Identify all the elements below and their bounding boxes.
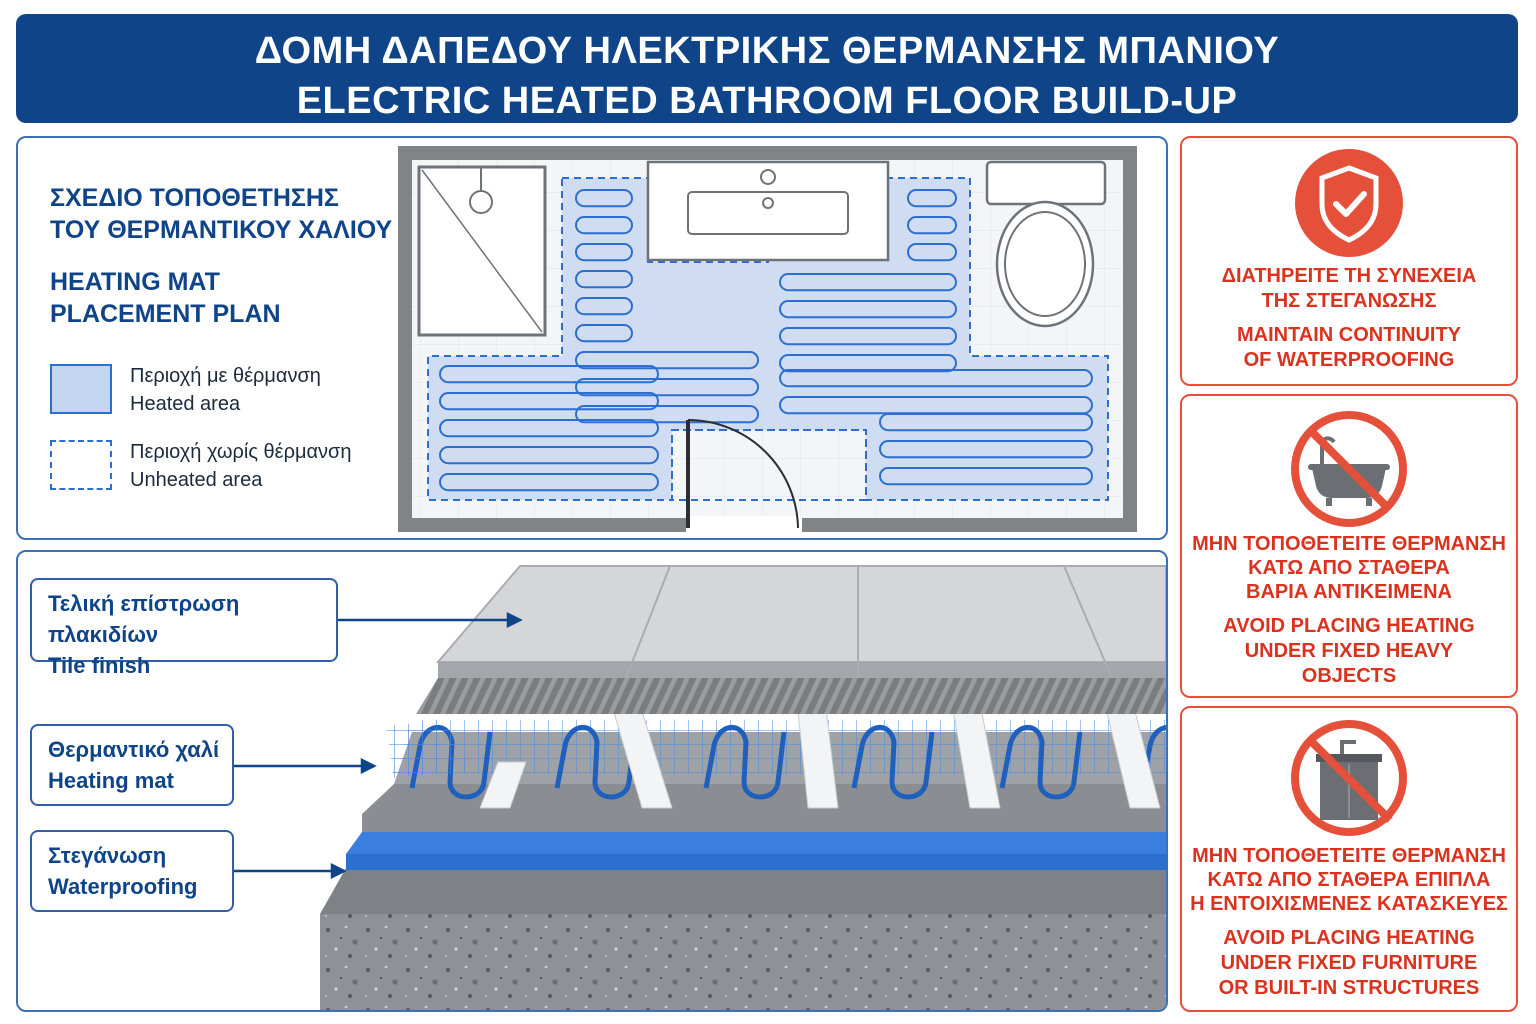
- cable-loop: [575, 297, 633, 316]
- cable-loop: [879, 440, 1093, 459]
- cable-loop: [779, 354, 957, 373]
- cable-loop: [575, 270, 633, 289]
- plan-title-greek-1: ΣΧΕΔΙΟ ΤΟΠΟΘΕΤΗΣΗΣ: [50, 184, 339, 212]
- legend-heated-swatch: [50, 364, 112, 414]
- warning-card-fixed-furniture: ΜΗΝ ΤΟΠΟΘΕΤΕΙΤΕ ΘΕΡΜΑΝΣΗ ΚΑΤΩ ΑΠΟ ΣΤΑΘΕΡ…: [1180, 706, 1518, 1012]
- floor-build-up-section: [232, 565, 1166, 1010]
- wp-label-english: Waterproofing: [48, 874, 198, 899]
- mat-label-english: Heating mat: [48, 768, 174, 793]
- warning-2-english-line-1: AVOID PLACING HEATING: [1223, 615, 1475, 637]
- section-cable-loop: [554, 724, 638, 800]
- bathroom-floor-plan: [398, 146, 1137, 534]
- wp-label-greek: Στεγάνωση: [48, 843, 167, 868]
- callout-waterproofing: Στεγάνωση Waterproofing: [30, 830, 234, 912]
- warning-card-waterproofing: ΔΙΑΤΗΡΕΙΤΕ ΤΗ ΣΥΝΕΧΕΙΑ ΤΗΣ ΣΤΕΓΑΝΩΣΗΣ MA…: [1180, 136, 1518, 386]
- toilet: [985, 160, 1107, 328]
- warning-1-greek-line-2: ΤΗΣ ΣΤΕΓΑΝΩΣΗΣ: [1261, 290, 1437, 312]
- legend-unheated-greek: Περιοχή χωρίς θέρμανση: [130, 441, 352, 463]
- warning-3-english-line-3: OR BUILT-IN STRUCTURES: [1218, 977, 1480, 999]
- header-banner: ΔΟΜΗ ΔΑΠΕΔΟΥ ΗΛΕΚΤΡΙΚΗΣ ΘΕΡΜΑΝΣΗΣ ΜΠΑΝΙΟ…: [16, 14, 1518, 123]
- cable-loop: [779, 273, 957, 292]
- warning-2-english-line-2: UNDER FIXED HEAVY: [1244, 640, 1454, 662]
- tile-label-greek: Τελική επίστρωση πλακιδίων: [48, 591, 240, 647]
- warning-3-english-line-1: AVOID PLACING HEATING: [1223, 927, 1475, 949]
- cable-loop: [439, 419, 659, 438]
- warning-1-english-line-2: OF WATERPROOFING: [1243, 349, 1455, 371]
- build-up-section-panel: Τελική επίστρωση πλακιδίων Tile finish Θ…: [16, 550, 1168, 1012]
- title-greek: ΔΟΜΗ ΔΑΠΕΔΟΥ ΗΛΕΚΤΡΙΚΗΣ ΘΕΡΜΑΝΣΗΣ ΜΠΑΝΙΟ…: [254, 30, 1280, 72]
- cable-loop: [575, 324, 633, 343]
- warning-2-english-line-3: OBJECTS: [1301, 665, 1397, 687]
- section-cable-loop: [999, 724, 1083, 800]
- cable-loop: [439, 392, 659, 411]
- warning-2-greek-line-3: ΒΑΡΙΑ ΑΝΤΙΚΕΙΜΕΝΑ: [1246, 581, 1452, 603]
- legend-unheated-swatch: [50, 440, 112, 490]
- door: [686, 419, 799, 529]
- cable-loop: [879, 413, 1093, 432]
- cable-loop: [575, 351, 759, 370]
- legend-heated-english: Heated area: [130, 393, 241, 415]
- warning-3-greek-line-2: ΚΑΤΩ ΑΠΟ ΣΤΑΘΕΡΑ ΕΠΙΠΛΑ: [1207, 869, 1491, 891]
- warning-2-greek-line-2: ΚΑΤΩ ΑΠΟ ΣΤΑΘΕΡΑ: [1248, 557, 1450, 579]
- warning-1-english-line-1: MAINTAIN CONTINUITY: [1236, 324, 1462, 346]
- warning-1-greek-line-1: ΔΙΑΤΗΡΕΙΤΕ ΤΗ ΣΥΝΕΧΕΙΑ: [1221, 265, 1477, 287]
- tile-label-english: Tile finish: [48, 653, 151, 678]
- shower-tray: [417, 165, 547, 337]
- cable-loop: [439, 365, 659, 384]
- plan-title-english-1: HEATING MAT: [50, 268, 220, 296]
- cable-loop: [907, 189, 957, 208]
- legend-heated-greek: Περιοχή με θέρμανση: [130, 365, 321, 387]
- vanity-sink: [646, 160, 890, 262]
- callout-heating-mat: Θερμαντικό χαλί Heating mat: [30, 724, 234, 806]
- warning-3-english-line-2: UNDER FIXED FURNITURE: [1220, 952, 1478, 974]
- mat-label-greek: Θερμαντικό χαλί: [48, 737, 220, 762]
- cable-loop: [907, 243, 957, 262]
- cable-loop: [575, 243, 633, 262]
- legend-unheated-english: Unheated area: [130, 469, 263, 491]
- callout-tile-finish: Τελική επίστρωση πλακιδίων Tile finish: [30, 578, 338, 678]
- cable-loop: [879, 467, 1093, 486]
- cable-loop: [575, 189, 633, 208]
- plan-title-english-2: PLACEMENT PLAN: [50, 300, 281, 328]
- heating-cable: [439, 189, 1093, 492]
- section-cable-loop: [851, 724, 935, 800]
- no-bathtub-icon: [1291, 411, 1407, 527]
- cable-loop: [907, 216, 957, 235]
- cable-loop: [575, 216, 633, 235]
- cable-loop: [779, 300, 957, 319]
- warning-3-greek-line-1: ΜΗΝ ΤΟΠΟΘΕΤΕΙΤΕ ΘΕΡΜΑΝΣΗ: [1192, 845, 1506, 867]
- section-heating-cable: [409, 724, 1166, 800]
- warning-2-greek-line-1: ΜΗΝ ΤΟΠΟΘΕΤΕΙΤΕ ΘΕΡΜΑΝΣΗ: [1192, 533, 1506, 555]
- cable-loop: [439, 473, 659, 492]
- title-english: ELECTRIC HEATED BATHROOM FLOOR BUILD-UP: [296, 80, 1238, 122]
- plan-title-greek-2: ΤΟΥ ΘΕΡΜΑΝΤΙΚΟΥ ΧΑΛΙΟΥ: [50, 216, 393, 244]
- section-cable-loop: [703, 724, 787, 800]
- placement-plan-panel: ΣΧΕΔΙΟ ΤΟΠΟΘΕΤΗΣΗΣ ΤΟΥ ΘΕΡΜΑΝΤΙΚΟΥ ΧΑΛΙΟ…: [16, 136, 1168, 540]
- warning-card-heavy-objects: ΜΗΝ ΤΟΠΟΘΕΤΕΙΤΕ ΘΕΡΜΑΝΣΗ ΚΑΤΩ ΑΠΟ ΣΤΑΘΕΡ…: [1180, 394, 1518, 698]
- shield-check-icon: [1295, 149, 1403, 257]
- cable-loop: [439, 446, 659, 465]
- section-cable-loop: [1139, 725, 1166, 789]
- cable-loop: [779, 327, 957, 346]
- no-cabinet-icon: [1291, 720, 1407, 836]
- cable-loop: [779, 369, 1093, 388]
- warning-3-greek-line-3: Η ΕΝΤΟΙΧΙΣΜΕΝΕΣ ΚΑΤΑΣΚΕΥΕΣ: [1190, 893, 1508, 915]
